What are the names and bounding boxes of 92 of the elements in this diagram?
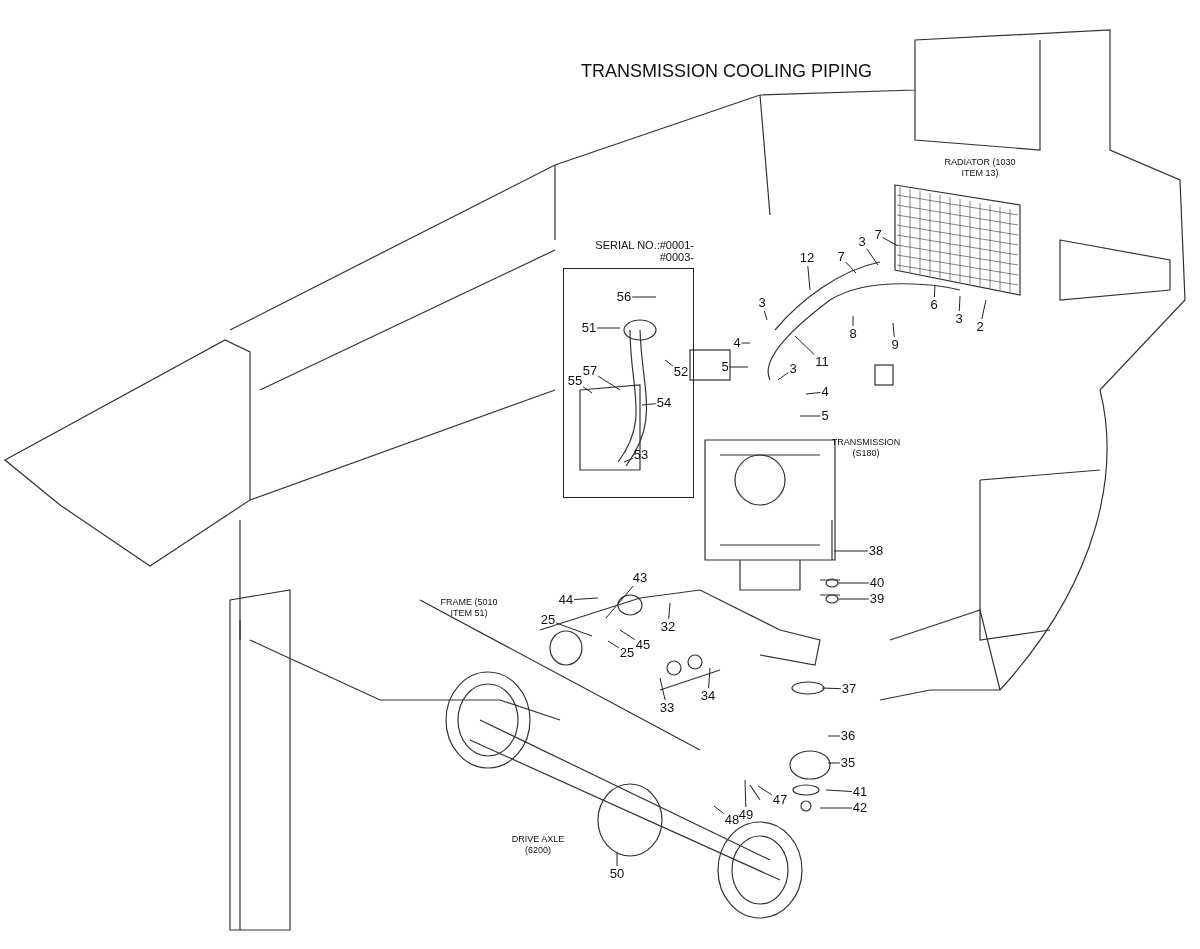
leader-line xyxy=(821,687,842,690)
leader-line xyxy=(882,237,899,247)
leader-line xyxy=(708,667,711,689)
leader-line xyxy=(837,582,870,584)
callout-number: 51 xyxy=(581,321,597,335)
leader-line xyxy=(799,415,821,417)
callout-number: 50 xyxy=(609,867,625,881)
callout-number: 12 xyxy=(799,251,815,265)
callout-number: 40 xyxy=(869,576,885,590)
callout-number: 7 xyxy=(874,228,882,242)
leader-line xyxy=(668,602,671,620)
leader-line xyxy=(744,779,747,808)
callout-number: 4 xyxy=(733,336,741,350)
callout-number: 25 xyxy=(619,646,635,660)
callout-number: 6 xyxy=(930,298,938,312)
callout-number: 5 xyxy=(721,360,729,374)
leader-line xyxy=(582,386,593,394)
callout-number: 35 xyxy=(840,756,856,770)
callout-number: 56 xyxy=(616,290,632,304)
leader-line xyxy=(605,585,634,619)
drive-axle-label: DRIVE AXLE (6200) xyxy=(510,834,566,856)
leader-line xyxy=(713,805,725,815)
callout-number: 32 xyxy=(660,620,676,634)
leader-line xyxy=(555,622,593,637)
leader-line xyxy=(607,640,620,649)
callout-number: 25 xyxy=(540,613,556,627)
leader-line xyxy=(741,342,751,344)
leader-line xyxy=(729,366,749,368)
callout-number: 45 xyxy=(635,638,651,652)
leader-line xyxy=(616,851,618,867)
callout-number: 54 xyxy=(656,396,672,410)
callout-number: 33 xyxy=(659,701,675,715)
callout-number: 44 xyxy=(558,593,574,607)
frame-label: FRAME (5010 ITEM 51) xyxy=(439,597,499,619)
callout-number: 53 xyxy=(633,448,649,462)
leader-line xyxy=(833,550,869,552)
callout-number: 11 xyxy=(815,355,829,369)
callout-number: 3 xyxy=(758,296,766,310)
leader-line xyxy=(958,295,961,312)
callout-number: 37 xyxy=(841,682,857,696)
leader-line xyxy=(777,371,789,381)
leader-line xyxy=(827,762,841,764)
leader-line xyxy=(845,261,857,274)
callout-number: 52 xyxy=(673,365,689,379)
callout-number: 39 xyxy=(869,592,885,606)
callout-number: 36 xyxy=(840,729,856,743)
callout-number: 8 xyxy=(849,327,857,341)
callout-number: 57 xyxy=(582,364,598,378)
leader-line xyxy=(763,310,768,321)
callout-number: 9 xyxy=(891,338,899,352)
leader-line xyxy=(819,807,853,809)
callout-number: 4 xyxy=(821,385,829,399)
leader-line xyxy=(933,284,936,298)
leader-line xyxy=(623,457,634,463)
callout-number: 7 xyxy=(837,250,845,264)
leader-line xyxy=(981,299,987,320)
diagram-title: TRANSMISSION COOLING PIPING xyxy=(581,61,873,82)
leader-line xyxy=(866,248,879,266)
callout-number: 42 xyxy=(852,801,868,815)
callout-number: 43 xyxy=(632,571,648,585)
callout-number: 3 xyxy=(789,362,797,376)
leader-line xyxy=(659,677,666,701)
callout-number: 49 xyxy=(738,808,754,822)
callout-number: 41 xyxy=(852,785,868,799)
callout-number: 5 xyxy=(821,409,829,423)
leader-line xyxy=(827,735,841,737)
transmission-label: TRANSMISSION (S180) xyxy=(830,437,902,459)
serial-number-note: SERIAL NO.:#0001- #0003- xyxy=(594,239,694,263)
callout-number: 38 xyxy=(868,544,884,558)
leader-line xyxy=(852,315,854,327)
callout-number: 3 xyxy=(858,235,866,249)
callout-number: 2 xyxy=(976,320,984,334)
leader-line xyxy=(794,335,815,355)
leader-line xyxy=(619,629,636,641)
leader-line xyxy=(757,785,773,796)
leader-line xyxy=(825,789,853,792)
leader-line xyxy=(807,265,811,291)
callout-number: 47 xyxy=(772,793,788,807)
callout-number: 48 xyxy=(724,813,740,827)
leader-line xyxy=(837,598,870,600)
leader-line xyxy=(597,375,621,391)
callout-number: 3 xyxy=(955,312,963,326)
leader-line xyxy=(631,296,657,298)
callout-number: 34 xyxy=(700,689,716,703)
callout-number: 55 xyxy=(567,374,583,388)
radiator-label: RADIATOR (1030 ITEM 13) xyxy=(943,157,1017,179)
leader-line xyxy=(892,322,895,338)
leader-line xyxy=(805,392,821,395)
leader-line xyxy=(573,597,599,600)
leader-line xyxy=(641,403,657,406)
leader-line xyxy=(596,327,621,329)
leader-line xyxy=(664,359,674,367)
